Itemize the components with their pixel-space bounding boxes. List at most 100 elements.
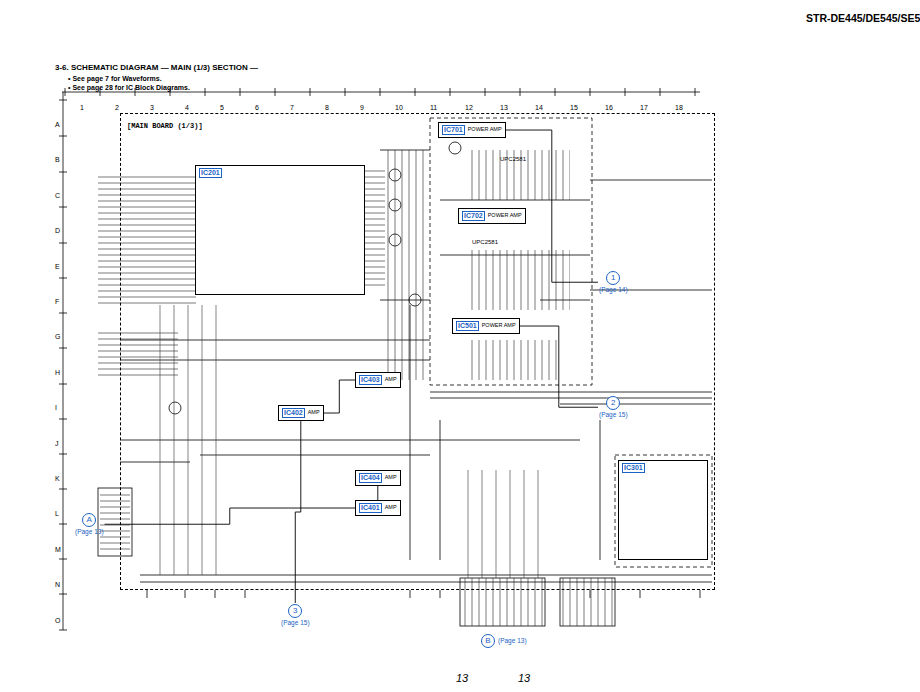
grid-column-number: 10 [395, 104, 403, 111]
grid-column-number: 6 [255, 104, 259, 111]
grid-column-number-wrap: 3 [150, 96, 154, 114]
node-heading: [MAIN BOARD (1/3)] [127, 122, 203, 130]
wire-connector [295, 421, 301, 603]
node-text: AMP [308, 409, 320, 415]
grid-row-letter-wrap: L [55, 502, 59, 520]
node-heading: IC401 [359, 503, 382, 513]
section-title-wrap: 3-6. SCHEMATIC DIAGRAM — MAIN (1/3) SECT… [55, 56, 258, 74]
wire-connector [105, 508, 355, 524]
wire-connector [377, 486, 378, 500]
wire-connector [520, 326, 598, 407]
grid-column-number-wrap: 14 [535, 96, 543, 114]
grid-column-number: 3 [150, 104, 154, 111]
grid-column-number: 17 [640, 104, 648, 111]
model-title-wrap: STR-DE445/DE545/SE501 [806, 8, 920, 26]
part-number: UPC2581 [472, 239, 498, 245]
grid-row-letter-wrap: C [55, 184, 60, 202]
wire-connector [506, 130, 598, 282]
grid-row-letter: F [55, 298, 59, 305]
grid-column-number: 14 [535, 104, 543, 111]
grid-row-letter: G [55, 333, 60, 340]
grid-column-number: 15 [570, 104, 578, 111]
grid-column-number-wrap: 16 [605, 96, 613, 114]
grid-row-letter: K [55, 475, 60, 482]
grid-column-number-wrap: 1 [80, 96, 84, 114]
grid-column-number: 2 [115, 104, 119, 111]
grid-column-number: 13 [500, 104, 508, 111]
node-heading: IC501 [456, 321, 479, 331]
ic-block: IC402AMP [278, 405, 324, 421]
grid-row-letter: M [55, 546, 61, 553]
grid-column-number-wrap: 17 [640, 96, 648, 114]
grid-row-letter-wrap: H [55, 361, 60, 379]
node-heading: 1 [606, 271, 620, 285]
grid-row-letter-wrap: F [55, 290, 59, 308]
grid-row-letter: N [55, 581, 60, 588]
grid-row-letter: I [55, 404, 57, 411]
grid-column-number: 7 [290, 104, 294, 111]
node-heading: IC402 [282, 408, 305, 418]
grid-column-number: 12 [465, 104, 473, 111]
model-title: STR-DE445/DE545/SE501 [806, 12, 920, 24]
part-number-wrap: UPC2581 [500, 147, 526, 165]
note-text: • See page 28 for IC Block Diagrams. [68, 84, 190, 91]
node-text: (Page 14) [599, 286, 628, 293]
page-number: 13 [456, 672, 468, 684]
board-region: [MAIN BOARD (1/3)]IC201IC701POWER AMPIC7… [120, 113, 715, 590]
note-text: • See page 7 for Waveforms. [68, 75, 162, 82]
page-callout: B(Page 13) [480, 633, 528, 649]
grid-row-letter-wrap: B [55, 148, 60, 166]
ic-block: IC701POWER AMP [438, 122, 506, 138]
grid-column-number: 4 [185, 104, 189, 111]
grid-row-letter: H [55, 369, 60, 376]
ic-block: IC404AMP [355, 470, 401, 486]
node-text: POWER AMP [488, 212, 522, 218]
grid-row-letter-wrap: O [55, 609, 60, 627]
page-number: 13 [518, 672, 530, 684]
grid-column-number: 11 [430, 104, 437, 111]
page-number-wrap: 13 [518, 668, 530, 686]
ic-block: IC401AMP [355, 500, 401, 516]
grid-column-number-wrap: 13 [500, 96, 508, 114]
note-text-wrap: • See page 7 for Waveforms. [68, 67, 162, 85]
grid-column-number: 8 [325, 104, 329, 111]
grid-column-number-wrap: 8 [325, 96, 329, 114]
grid-column-number: 1 [80, 104, 84, 111]
grid-column-number-wrap: 6 [255, 96, 259, 114]
grid-row-letter-wrap: G [55, 325, 60, 343]
grid-column-number-wrap: 10 [395, 96, 403, 114]
ic-block: IC501POWER AMP [452, 318, 520, 334]
node-text: POWER AMP [482, 322, 516, 328]
node-text: AMP [385, 474, 397, 480]
grid-column-number-wrap: 4 [185, 96, 189, 114]
part-number-wrap: UPC2581 [472, 230, 498, 248]
node-heading: A [82, 513, 96, 527]
page-callout: 3(Page 15) [280, 603, 311, 627]
grid-row-letter-wrap: D [55, 219, 60, 237]
node-heading: IC404 [359, 473, 382, 483]
node-text: AMP [385, 376, 397, 382]
ic-block: IC702POWER AMP [458, 208, 526, 224]
node-heading: B [481, 634, 495, 648]
grid-column-number: 16 [605, 104, 613, 111]
grid-row-letter: L [55, 510, 59, 517]
grid-row-letter: J [55, 440, 59, 447]
grid-row-letter: A [55, 121, 60, 128]
grid-column-number: 18 [675, 104, 683, 111]
grid-column-number-wrap: 15 [570, 96, 578, 114]
node-heading: 2 [606, 396, 620, 410]
grid-row-letter: E [55, 263, 60, 270]
ic-block: IC301 [618, 460, 708, 560]
grid-row-letter: B [55, 156, 60, 163]
grid-column-number: 9 [360, 104, 364, 111]
node-text: (Page 13) [498, 637, 527, 644]
page-callout: A(Page 13) [74, 512, 105, 536]
node-text: POWER AMP [468, 126, 502, 132]
node-heading: IC301 [622, 463, 645, 473]
node-heading: IC701 [442, 125, 465, 135]
grid-row-letter-wrap: A [55, 113, 60, 131]
node-heading: IC702 [462, 211, 485, 221]
node-text: (Page 15) [281, 619, 310, 626]
node-heading: IC201 [199, 168, 222, 178]
